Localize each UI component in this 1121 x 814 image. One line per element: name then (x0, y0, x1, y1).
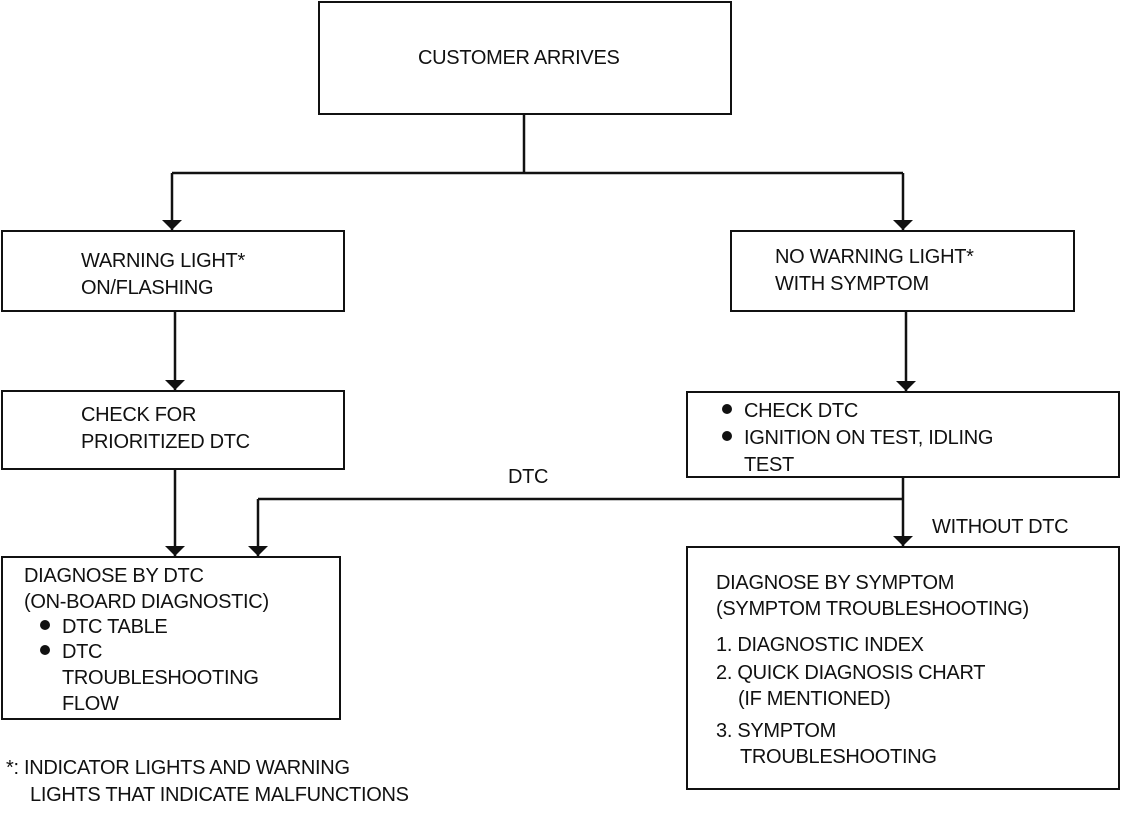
bullet-icon (722, 404, 732, 414)
check-dtc-item-1: CHECK DTC (722, 398, 858, 425)
diagnose-symptom-item-2: 2. QUICK DIAGNOSIS CHART (716, 662, 986, 684)
edge-label-without-dtc: WITHOUT DTC (932, 516, 1069, 538)
diagnose-dtc-label-1: DIAGNOSE BY DTC (24, 565, 204, 587)
check-dtc-box (686, 391, 1120, 478)
footnote-line-2: LIGHTS THAT INDICATE MALFUNCTIONS (30, 784, 409, 806)
check-prioritized-label-1: CHECK FOR (81, 404, 197, 426)
diagnose-symptom-label-1: DIAGNOSE BY SYMPTOM (716, 572, 955, 594)
start-box (318, 1, 732, 115)
diagnose-by-dtc-box (1, 556, 341, 720)
diagnose-dtc-item-2-cont-2: FLOW (62, 693, 119, 715)
diagnose-dtc-item-1-text: DTC TABLE (62, 616, 168, 638)
diagnose-dtc-item-2: DTC (40, 639, 103, 666)
warning-light-label-1: WARNING LIGHT* (81, 250, 245, 272)
diagnose-symptom-item-3-cont: TROUBLESHOOTING (740, 746, 937, 768)
bullet-icon (40, 645, 50, 655)
diagnose-dtc-item-2-text: DTC (62, 641, 103, 663)
diagnose-by-symptom-box (686, 546, 1120, 790)
bullet-icon (40, 620, 50, 630)
check-dtc-item-1-text: CHECK DTC (744, 400, 858, 422)
check-dtc-item-2-cont: TEST (744, 454, 794, 476)
no-warning-light-label-2: WITH SYMPTOM (775, 273, 929, 295)
check-dtc-item-2: IGNITION ON TEST, IDLING (722, 425, 993, 452)
check-dtc-item-2-text: IGNITION ON TEST, IDLING (744, 427, 994, 449)
diagnose-symptom-item-1: 1. DIAGNOSTIC INDEX (716, 634, 924, 656)
diagnose-symptom-item-3: 3. SYMPTOM (716, 720, 836, 742)
diagnose-dtc-item-1: DTC TABLE (40, 614, 168, 641)
diagnose-dtc-item-2-cont-1: TROUBLESHOOTING (62, 667, 259, 689)
bullet-icon (722, 431, 732, 441)
edge-label-dtc: DTC (508, 466, 549, 488)
warning-light-box (1, 230, 345, 312)
no-warning-light-label-1: NO WARNING LIGHT* (775, 246, 974, 268)
footnote-line-1: *: INDICATOR LIGHTS AND WARNING (6, 757, 350, 779)
check-prioritized-dtc-box (1, 390, 345, 470)
warning-light-label-2: ON/FLASHING (81, 277, 214, 299)
diagnose-symptom-item-2-cont: (IF MENTIONED) (738, 688, 891, 710)
diagnose-symptom-label-2: (SYMPTOM TROUBLESHOOTING) (716, 598, 1029, 620)
check-prioritized-label-2: PRIORITIZED DTC (81, 431, 250, 453)
start-label: CUSTOMER ARRIVES (418, 47, 620, 69)
diagnose-dtc-label-2: (ON-BOARD DIAGNOSTIC) (24, 591, 269, 613)
no-warning-light-box (730, 230, 1075, 312)
